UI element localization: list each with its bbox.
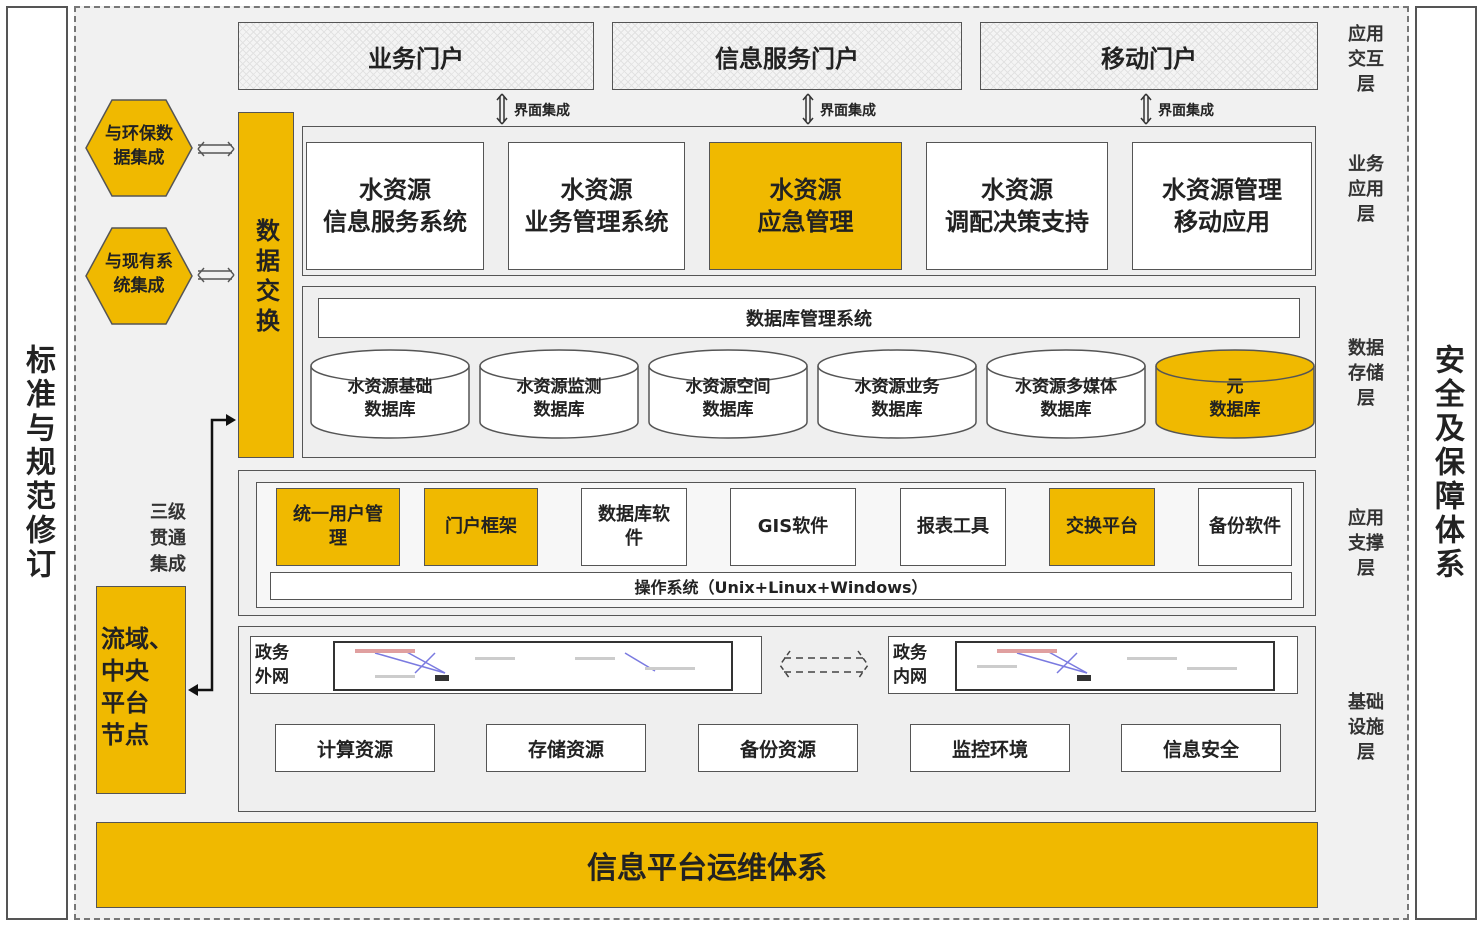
interface-integration-2: 界面集成: [800, 92, 910, 126]
app-water-mobile: 水资源管理 移动应用: [1132, 142, 1312, 270]
hexagon-existing-integration: [85, 227, 193, 325]
app-water-dispatch-decision: 水资源 调配决策支持: [926, 142, 1108, 270]
standards-pillar-label: 标准与规范修订: [20, 344, 55, 582]
data-exchange-column: 数据交换: [238, 112, 294, 458]
portal-mobile: 移动门户: [980, 22, 1318, 90]
db-metadata: 元 数据库: [1154, 348, 1316, 440]
resource-monitoring: 监控环境: [910, 724, 1070, 772]
interface-integration-1: 界面集成: [494, 92, 604, 126]
app-water-emergency: 水资源 应急管理: [709, 142, 902, 270]
db-label: 水资源基础 数据库: [347, 377, 433, 420]
support-portal-framework: 门户框架: [424, 488, 538, 566]
db-label: 水资源业务 数据库: [854, 377, 940, 420]
network-topology-icon: [977, 649, 1237, 681]
db-water-spatial: 水资源空间 数据库: [647, 348, 809, 440]
integration-connector-arrow: [188, 414, 236, 696]
portal-business: 业务门户: [238, 22, 594, 90]
dashed-double-arrow-icon: [779, 650, 869, 680]
database-cylinder-icon: [310, 349, 470, 439]
db-label: 元 数据库: [1209, 377, 1261, 420]
internal-network-label: 政务 内网: [893, 643, 927, 687]
security-pillar-label: 安全及保障体系: [1429, 344, 1464, 582]
hexagon-env-integration: [85, 99, 193, 197]
external-network: 政务 外网: [250, 636, 762, 694]
os-bar: 操作系统（Unix+Linux+Windows）: [270, 572, 1292, 600]
resource-storage: 存储资源: [486, 724, 646, 772]
basin-central-node: 流域、 中央 平台 节点: [96, 586, 186, 794]
support-report-tool: 报表工具: [900, 488, 1006, 566]
network-topology-icon: [355, 649, 695, 681]
interface-integration-label: 界面集成: [1158, 103, 1214, 119]
db-label: 水资源多媒体 数据库: [1015, 377, 1117, 420]
database-cylinder-icon: [817, 349, 977, 439]
support-exchange-platform: 交换平台: [1049, 488, 1155, 566]
security-pillar: 安全及保障体系: [1415, 6, 1477, 920]
three-level-integration-label: 三级 贯通 集成: [150, 502, 186, 575]
db-water-monitoring: 水资源监测 数据库: [478, 348, 640, 440]
db-water-business: 水资源业务 数据库: [816, 348, 978, 440]
resource-compute: 计算资源: [275, 724, 435, 772]
support-gis-software: GIS软件: [730, 488, 856, 566]
support-database-software: 数据库软 件: [581, 488, 687, 566]
database-cylinder-icon: [648, 349, 808, 439]
interface-integration-label: 界面集成: [820, 103, 876, 119]
double-arrow-icon: [197, 267, 235, 283]
interface-integration-3: 界面集成: [1138, 92, 1248, 126]
ops-system-bar: 信息平台运维体系: [96, 822, 1318, 908]
external-network-label: 政务 外网: [255, 643, 289, 687]
network-topology-thumbnail: [333, 641, 733, 691]
db-water-multimedia: 水资源多媒体 数据库: [985, 348, 1147, 440]
hexagon-existing-label: 与现有系 统集成: [105, 252, 173, 296]
layer-business: 业务 应用 层: [1348, 154, 1384, 225]
app-water-info-service: 水资源 信息服务系统: [306, 142, 484, 270]
resource-backup: 备份资源: [698, 724, 858, 772]
layer-interaction: 应用 交互 层: [1348, 24, 1384, 95]
database-cylinder-icon: [1155, 349, 1315, 439]
double-arrow-icon: [496, 93, 508, 125]
standards-pillar: 标准与规范修订: [6, 6, 68, 920]
layer-storage: 数据 存储 层: [1348, 338, 1384, 409]
hexagon-env-label: 与环保数 据集成: [105, 124, 173, 168]
interface-integration-label: 界面集成: [514, 103, 570, 119]
support-unified-user-mgmt: 统一用户管 理: [276, 488, 400, 566]
resource-info-security: 信息安全: [1121, 724, 1281, 772]
db-water-basic: 水资源基础 数据库: [309, 348, 471, 440]
double-arrow-icon: [802, 93, 814, 125]
double-arrow-icon: [197, 141, 235, 157]
portal-info-service: 信息服务门户: [612, 22, 962, 90]
internal-network: 政务 内网: [888, 636, 1298, 694]
data-exchange-label: 数据交换: [251, 218, 280, 338]
database-cylinder-icon: [986, 349, 1146, 439]
double-arrow-icon: [1140, 93, 1152, 125]
db-label: 水资源监测 数据库: [516, 377, 602, 420]
app-water-business-mgmt: 水资源 业务管理系统: [508, 142, 685, 270]
network-topology-thumbnail: [955, 641, 1275, 691]
db-label: 水资源空间 数据库: [685, 377, 771, 420]
basin-central-node-label: 流域、 中央 平台 节点: [101, 625, 173, 749]
support-backup-software: 备份软件: [1198, 488, 1292, 566]
dbms-bar: 数据库管理系统: [318, 298, 1300, 338]
database-cylinder-icon: [479, 349, 639, 439]
layer-support: 应用 支撑 层: [1348, 508, 1384, 579]
layer-infrastructure: 基础 设施 层: [1348, 692, 1384, 763]
